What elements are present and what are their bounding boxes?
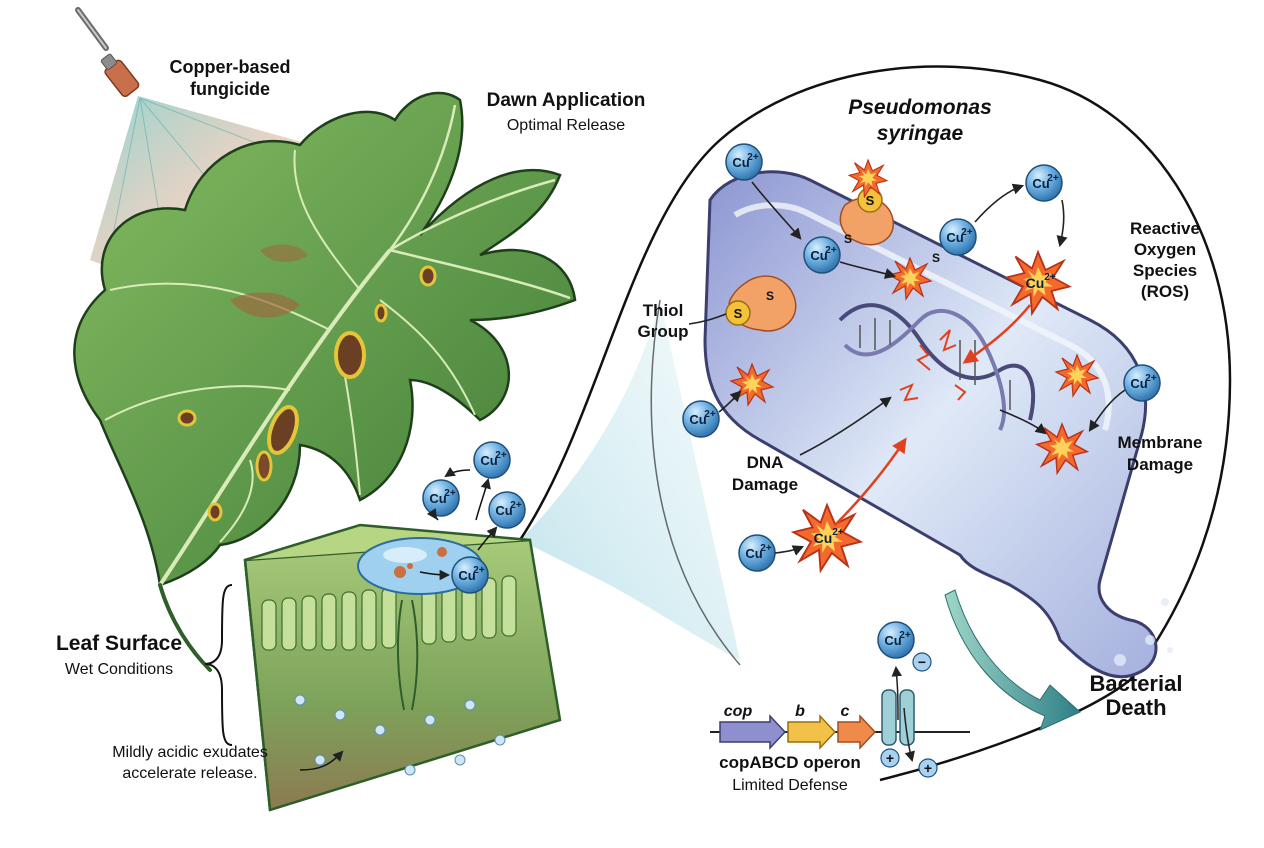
charge-plus-icon: + xyxy=(880,748,900,768)
svg-text:−: − xyxy=(918,654,926,670)
spray-nozzle-icon xyxy=(75,7,140,98)
membrane-damage-label-line1: Membrane xyxy=(1117,433,1202,452)
copper-ion xyxy=(725,143,763,181)
copper-ion xyxy=(877,621,915,659)
dna-helix xyxy=(838,303,1036,431)
copper-ion xyxy=(939,218,977,256)
operon-title: copABCD operon xyxy=(719,753,861,772)
svg-text:+: + xyxy=(924,760,932,776)
gene-b-label: b xyxy=(795,703,805,720)
ros-label-line1: Reactive xyxy=(1130,219,1200,238)
ros-copper-label: Cu xyxy=(1026,275,1045,291)
ros-label-line3: Species xyxy=(1133,261,1197,280)
released-ion xyxy=(488,491,526,529)
dna-damage-label-line2: Damage xyxy=(732,475,798,494)
svg-text:S: S xyxy=(734,306,743,321)
svg-text:2+: 2+ xyxy=(832,527,844,538)
diseased-leaf xyxy=(73,91,577,672)
bacterium-name-line1: Pseudomonas xyxy=(848,96,992,119)
dawn-application-title: Dawn Application xyxy=(487,90,646,111)
exudates-label-line1: Mildly acidic exudates xyxy=(112,744,268,761)
ros-label-line2: Oxygen xyxy=(1134,240,1196,259)
svg-text:S: S xyxy=(866,193,875,208)
bacterial-death-arrow xyxy=(944,589,1081,731)
released-ion xyxy=(473,441,511,479)
released-ion xyxy=(451,556,489,594)
operon-diagram xyxy=(710,665,970,763)
gene-b-arrow xyxy=(787,714,837,750)
copper-ion xyxy=(803,236,841,274)
svg-text:+: + xyxy=(886,750,894,766)
magnifier-circle xyxy=(518,65,1232,782)
magnifier-cone xyxy=(520,300,740,660)
leaf-surface-subtitle: Wet Conditions xyxy=(65,661,173,678)
bacterial-death-line1: Bacterial xyxy=(1090,671,1183,696)
thiol-group-icon: S xyxy=(725,275,797,332)
charge-plus-icon: + xyxy=(918,758,938,778)
released-ion xyxy=(422,479,460,517)
fungicide-label-line2: fungicide xyxy=(190,79,270,99)
gene-cop-arrow xyxy=(719,714,787,750)
leaf-surface-title: Leaf Surface xyxy=(56,632,182,655)
membrane-damage-label-line2: Damage xyxy=(1127,455,1193,474)
leaf-tissue-block xyxy=(243,523,562,812)
sulfur-bond: S xyxy=(932,251,940,265)
ros-label-line4: (ROS) xyxy=(1141,282,1189,301)
ros-burst xyxy=(848,159,888,198)
operon-subtitle: Limited Defense xyxy=(732,777,848,794)
ros-copper-label: Cu xyxy=(814,530,833,546)
thiol-label-line2: Group xyxy=(638,322,689,341)
svg-text:2+: 2+ xyxy=(1044,272,1056,283)
leaf-lesions xyxy=(177,244,437,522)
sulfur-bond: S xyxy=(844,232,852,246)
dna-damage-label-line1: DNA xyxy=(747,453,784,472)
copper-ion xyxy=(738,534,776,572)
charge-minus-icon: − xyxy=(912,652,932,672)
efflux-channel xyxy=(881,689,897,746)
dna-damage-bolts xyxy=(899,329,967,402)
copper-ion xyxy=(1025,164,1063,202)
bacterium-cell xyxy=(703,170,1173,679)
sulfur-bond: S xyxy=(766,289,774,303)
fungicide-label-line1: Copper-based xyxy=(169,57,290,77)
thiol-label-line1: Thiol xyxy=(643,301,684,320)
exudates-label-line2: accelerate release. xyxy=(122,765,257,782)
tissue-bracket xyxy=(204,584,233,746)
copper-ion xyxy=(1123,364,1161,402)
copper-ion xyxy=(682,400,720,438)
gene-c-label: c xyxy=(841,703,850,720)
bacterium-name-line2: syringae xyxy=(877,122,964,145)
bacterial-death-line2: Death xyxy=(1105,695,1166,720)
dawn-application-subtitle: Optimal Release xyxy=(507,117,625,134)
gene-cop-label: cop xyxy=(724,703,753,720)
gene-c-arrow xyxy=(837,714,877,750)
